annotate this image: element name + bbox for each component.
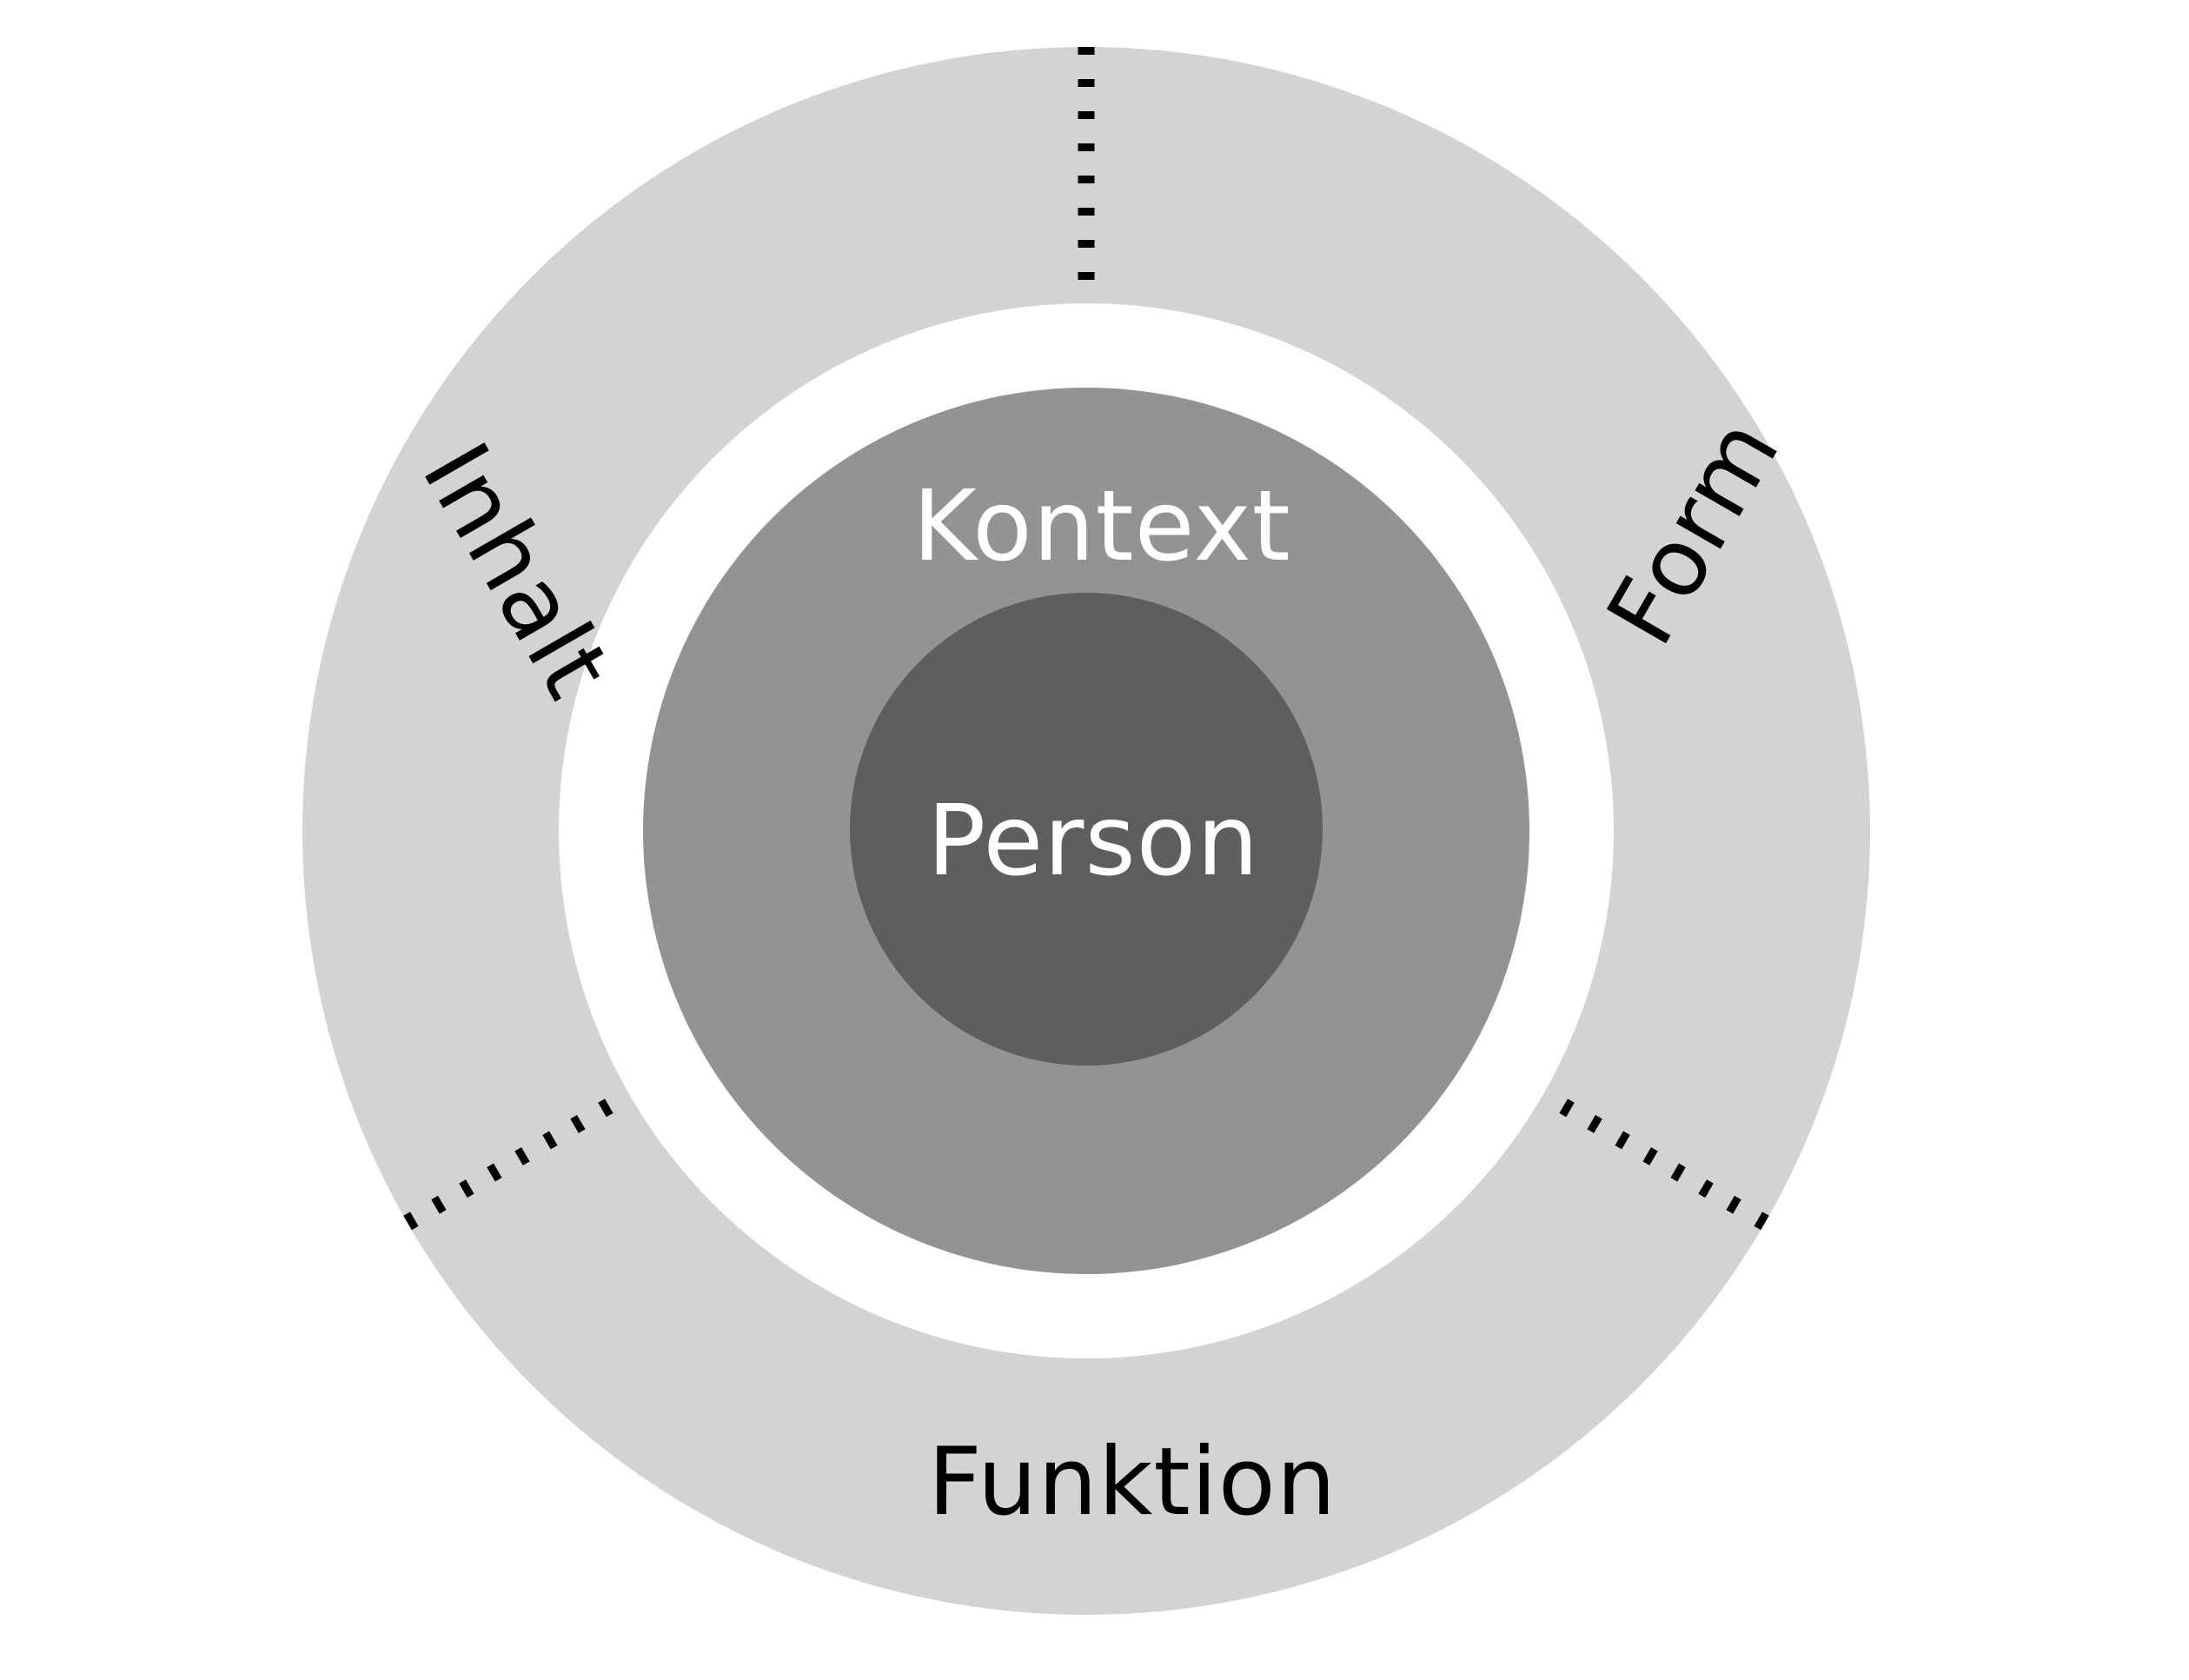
- circle-label-person[interactable]: Person: [927, 785, 1259, 898]
- circle-label-kontext[interactable]: Kontext: [912, 470, 1290, 583]
- ring-label-funktion[interactable]: Funktion: [928, 1428, 1337, 1537]
- core-circle-person[interactable]: [850, 593, 1323, 1066]
